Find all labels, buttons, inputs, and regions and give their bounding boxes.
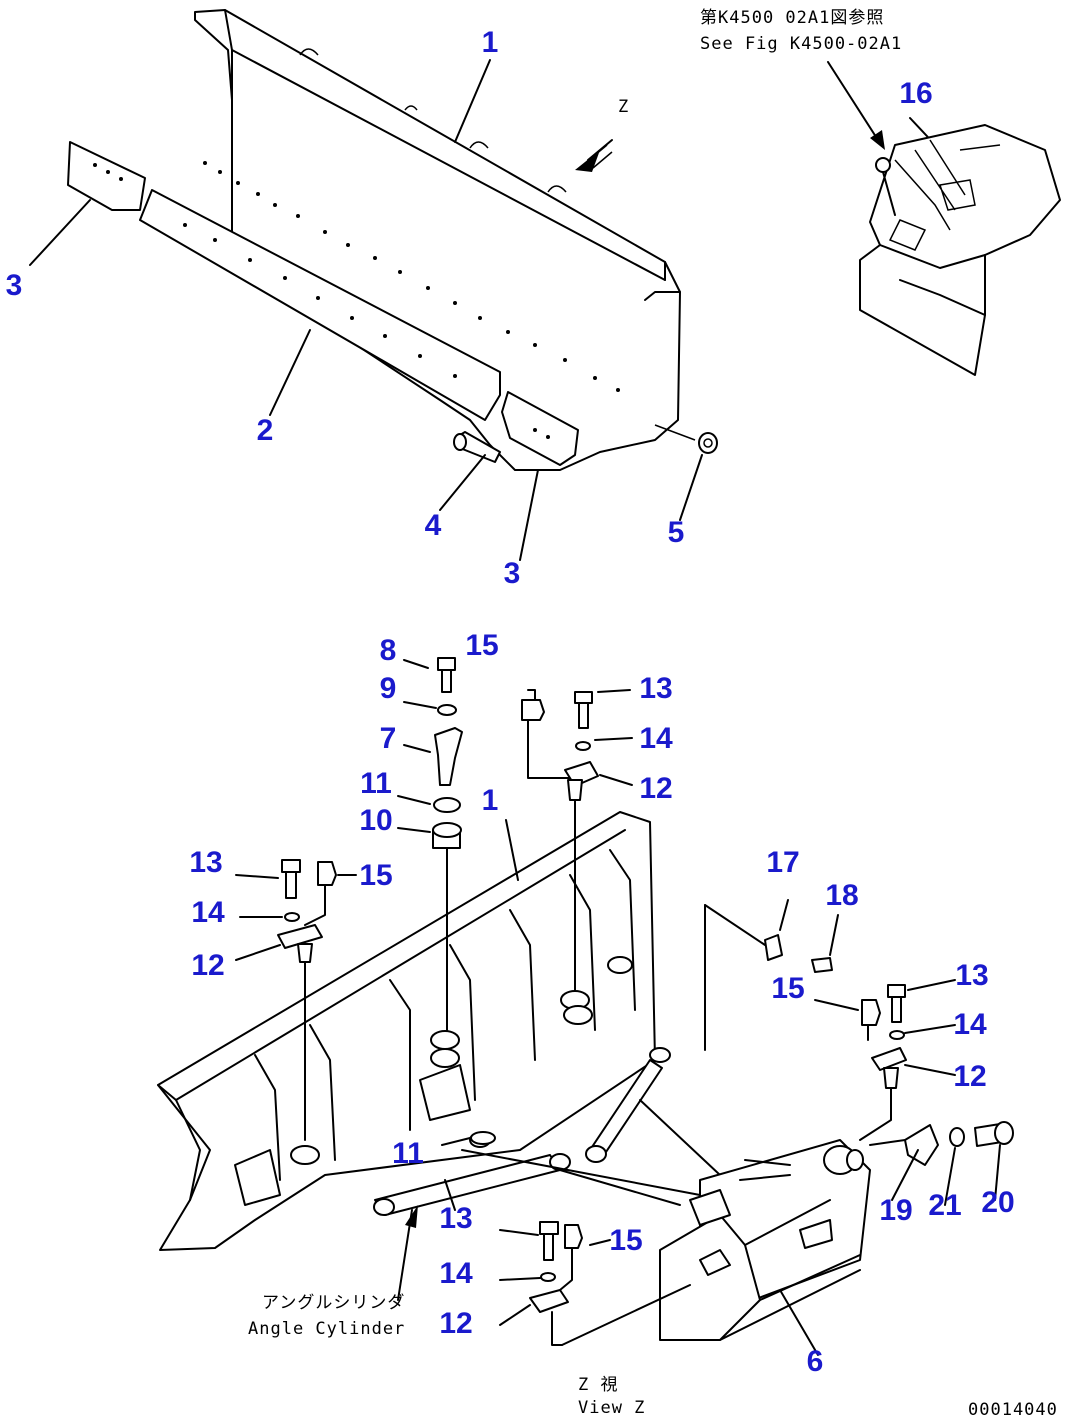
angle-cylinder-label-jp: アングルシリンダ xyxy=(262,1293,405,1313)
callout-13: 13 xyxy=(439,1202,472,1235)
blade-top-lip xyxy=(231,49,666,281)
end-bit-left-holes xyxy=(93,163,123,181)
angle-cylinder-label-en: Angle Cylinder xyxy=(248,1319,405,1339)
callout-21: 21 xyxy=(928,1189,961,1222)
bottom-leaders xyxy=(235,659,1001,1356)
blade-side xyxy=(644,291,681,301)
angle-cylinders xyxy=(373,1059,721,1216)
nut-5 xyxy=(698,432,718,454)
top-leaders xyxy=(29,59,941,561)
callout-1: 1 xyxy=(482,26,499,59)
hardware-stack-right-top xyxy=(521,689,599,991)
callout-14: 14 xyxy=(953,1008,987,1041)
view-title-en: View Z xyxy=(578,1398,645,1418)
callout-18: 18 xyxy=(825,879,858,912)
reference-leader xyxy=(827,61,879,141)
reference-note-en: See Fig K4500-02A1 xyxy=(700,34,902,54)
callout-19: 19 xyxy=(879,1194,912,1227)
reference-note-jp: 第K4500 02A1図参照 xyxy=(700,8,884,28)
end-bit-left xyxy=(67,141,146,211)
push-frame xyxy=(659,1139,871,1341)
callout-17: 17 xyxy=(766,846,799,879)
blade-hole-row xyxy=(203,161,620,392)
inset-hose xyxy=(882,171,896,216)
callout-13: 13 xyxy=(639,672,672,705)
callout-5: 5 xyxy=(668,516,685,549)
view-title-jp: Z 視 xyxy=(578,1375,618,1395)
hardware-stack-far-right xyxy=(704,904,907,1141)
callout-13: 13 xyxy=(189,846,222,879)
callout-13: 13 xyxy=(955,959,988,992)
callout-15: 15 xyxy=(359,859,392,892)
callout-12: 12 xyxy=(191,949,224,982)
view-z-arrow: Z xyxy=(575,97,629,172)
hardware-stack-left xyxy=(277,859,337,1141)
reference-inset: 第K4500 02A1図参照 See Fig K4500-02A1 xyxy=(700,8,1061,376)
blade-lugs xyxy=(234,956,671,1206)
inset-detail-2 xyxy=(888,139,1001,251)
end-bit-right xyxy=(501,391,579,466)
nut-5-guide xyxy=(654,424,696,441)
callout-15: 15 xyxy=(609,1224,642,1257)
hardware-stack-center xyxy=(432,657,496,1145)
callout-8: 8 xyxy=(380,634,397,667)
callout-12: 12 xyxy=(639,772,672,805)
upper-blade-drawing: Z xyxy=(29,9,941,561)
figure-code: 00014040 xyxy=(968,1400,1058,1420)
callout-10: 10 xyxy=(359,804,392,837)
bolt-20-head xyxy=(994,1121,1014,1145)
callout-15: 15 xyxy=(771,972,804,1005)
washer-21 xyxy=(949,1127,965,1147)
callout-7: 7 xyxy=(380,722,397,755)
callout-11: 11 xyxy=(360,767,392,800)
blade-ribs xyxy=(254,849,636,1181)
callout-1: 1 xyxy=(482,784,499,817)
callout-15: 15 xyxy=(465,629,498,662)
callout-9: 9 xyxy=(380,672,397,705)
angle-cylinder-arrowhead xyxy=(405,1205,418,1228)
blade-body xyxy=(194,9,681,471)
blade-frame-edge xyxy=(175,1099,201,1201)
callout-2: 2 xyxy=(257,414,274,447)
hardware-stack-bottom xyxy=(529,1221,691,1346)
callout-14: 14 xyxy=(639,722,673,755)
blade-frame xyxy=(157,811,656,1251)
cutting-edge-holes xyxy=(183,223,457,378)
lower-blade-drawing: アングルシリンダ Angle Cylinder Z 視 View Z 00014… xyxy=(157,657,1058,1420)
inset-fitting-16 xyxy=(875,157,891,173)
callout-20: 20 xyxy=(981,1186,1014,1219)
callout-16: 16 xyxy=(899,77,932,110)
callout-12: 12 xyxy=(439,1307,472,1340)
callout-3: 3 xyxy=(504,557,521,590)
blade-bosses xyxy=(299,48,567,193)
callout-14: 14 xyxy=(439,1257,473,1290)
callout-12: 12 xyxy=(953,1060,986,1093)
callout-3: 3 xyxy=(6,269,23,302)
reference-arrowhead xyxy=(870,130,885,150)
cutting-edge xyxy=(139,189,501,421)
fitting-19-link xyxy=(869,1139,906,1146)
fitting-19 xyxy=(904,1124,939,1166)
view-z-letter: Z xyxy=(618,97,629,117)
callout-6: 6 xyxy=(807,1345,824,1378)
bolt-4-head xyxy=(453,433,467,451)
callout-4: 4 xyxy=(425,509,442,542)
callout-14: 14 xyxy=(191,896,225,929)
inset-detail-1 xyxy=(879,244,986,316)
callout-11: 11 xyxy=(392,1137,424,1170)
nut-5-hole xyxy=(703,438,713,448)
